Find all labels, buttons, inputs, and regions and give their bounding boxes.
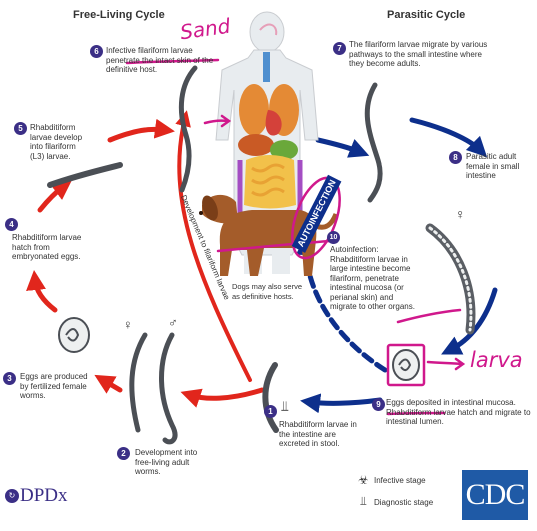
step-number-10: 10 — [327, 231, 340, 244]
infective-stage-icon: ☣ — [358, 473, 369, 487]
step-number-7: 7 — [333, 42, 346, 55]
step-number-2: 2 — [117, 447, 130, 460]
step-number-6: 6 — [90, 45, 103, 58]
arrow-step5-to-6 — [110, 129, 165, 140]
legend: ☣ Infective stage ⫫ Diagnostic stage — [358, 472, 458, 527]
step-number-5: 5 — [14, 122, 27, 135]
arrow-step4-to-5 — [40, 186, 64, 210]
arrow-step3-to-4 — [35, 280, 55, 310]
step-text-7: The filariform larvae migrate by various… — [349, 40, 499, 69]
step-number-9: 9 — [372, 398, 385, 411]
diagnostic-stage-icon-step1: ⫫ — [281, 402, 289, 412]
free-living-cycle-title: Free-Living Cycle — [73, 9, 165, 21]
female-symbol-free: ♀ — [123, 320, 133, 330]
female-symbol-parasitic: ♀ — [455, 210, 466, 220]
pointer-to-larva — [428, 362, 462, 364]
step-text-8: Parasitic adult female in small intestin… — [466, 152, 532, 181]
step-text-6: Infective filariform larvae penetrate th… — [106, 46, 224, 75]
annotation-larva: larva — [470, 348, 523, 372]
parasitic-cycle-title: Parasitic Cycle — [387, 9, 465, 21]
male-symbol-free: ♂ — [168, 318, 178, 328]
step-text-9: Eggs deposited in intestinal mucosa. Rha… — [386, 398, 536, 427]
step-number-1: 1 — [264, 405, 277, 418]
step-text-5: Rhabditiform larvae develop into filarif… — [30, 123, 88, 161]
step-number-4: 4 — [5, 218, 18, 231]
step-text-10: Autoinfection: Rhabditiform larvae in la… — [330, 245, 418, 312]
line-to-female — [398, 310, 460, 322]
arrow-step1-to-2 — [190, 390, 262, 398]
dpdx-logo-mark: ↻ — [5, 489, 19, 503]
step-text-3: Eggs are produced by fertilized female w… — [20, 372, 92, 401]
female-worm-free — [132, 335, 145, 430]
parasitic-egg-step9 — [393, 350, 419, 380]
arrow-step9-to-1 — [310, 400, 380, 403]
step-number-8: 8 — [449, 151, 462, 164]
dpdx-logo: ↻ DPDx — [5, 485, 68, 507]
rhabditiform-larva-step1 — [265, 365, 276, 430]
legend-infective-label: Infective stage — [374, 476, 426, 486]
cdc-logo: CDC — [462, 470, 528, 520]
filariform-larva-step5 — [50, 165, 120, 185]
step-text-4: Rhabditiform larvae hatch from embryonat… — [12, 233, 90, 262]
arrow-step7-to-8 — [412, 120, 480, 150]
free-living-egg — [59, 318, 89, 352]
step-text-2: Development into free-living adult worms… — [135, 448, 205, 477]
filariform-larva-step7 — [367, 85, 380, 200]
step-number-3: 3 — [3, 372, 16, 385]
male-worm-free — [162, 335, 175, 442]
arrow-body-to-step7 — [318, 140, 360, 152]
dpdx-logo-text: DPDx — [20, 485, 68, 507]
filariform-larva-step6 — [181, 68, 195, 190]
legend-diagnostic-label: Diagnostic stage — [374, 498, 433, 508]
arrow-step2-to-3 — [103, 380, 120, 390]
step-text-1: Rhabditiform larvae in the intestine are… — [279, 420, 361, 449]
diagnostic-stage-icon: ⫫ — [360, 494, 367, 509]
dogs-note: Dogs may also serve as definitive hosts. — [232, 282, 307, 301]
